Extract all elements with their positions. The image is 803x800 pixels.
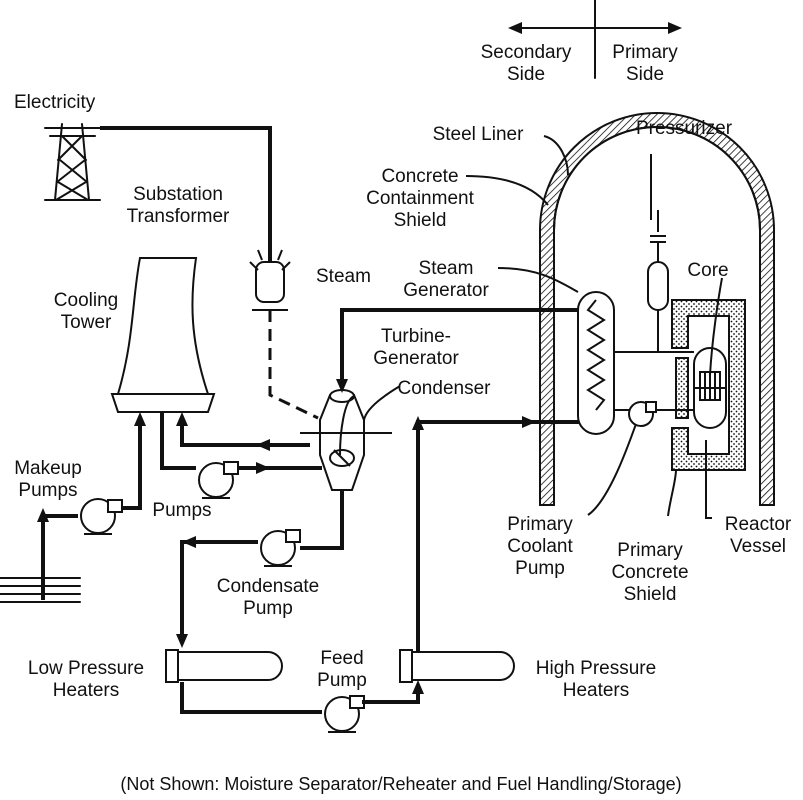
condensate-pump-icon <box>260 529 301 567</box>
substation-label-2: Transformer <box>127 206 230 227</box>
reactor-vessel-icon <box>693 347 727 429</box>
low-pressure-heaters-label-2: Heaters <box>53 680 120 701</box>
primary-concrete-shield-label: Primary <box>617 540 683 561</box>
steam-line <box>340 308 578 385</box>
feed-pump-label-2: Pump <box>317 670 367 691</box>
primary-coolant-pump-icon <box>628 401 657 427</box>
substation-label: Substation <box>133 184 223 205</box>
circulating-pump-icon <box>198 461 239 499</box>
steam-label: Steam <box>316 266 371 287</box>
cooling-supply-line <box>160 412 196 470</box>
steam-generator-label-2: Generator <box>403 280 489 301</box>
electricity-line <box>100 126 272 262</box>
high-pressure-heaters-icon <box>399 649 515 683</box>
concrete-shield-label: Concrete <box>381 166 458 187</box>
makeup-pumps-label: Makeup <box>14 458 82 479</box>
primary-coolant-pump-label-2: Coolant <box>507 536 573 557</box>
primary-concrete-shield-label-3: Shield <box>624 584 677 605</box>
primary-coolant-pump-label: Primary <box>507 514 573 535</box>
turbine-label: Turbine- <box>381 326 451 347</box>
low-pressure-heaters-icon <box>165 649 283 683</box>
pumps-label: Pumps <box>152 500 211 521</box>
cooling-tower-label-2: Tower <box>61 312 112 333</box>
high-pressure-heaters-label-2: Heaters <box>563 680 630 701</box>
primary-side-label-2: Side <box>626 64 664 85</box>
condensate-line <box>300 490 344 550</box>
steel-liner-label: Steel Liner <box>433 124 525 145</box>
footnote: (Not Shown: Moisture Separator/Reheater … <box>120 774 681 794</box>
primary-side-label: Primary <box>612 42 678 63</box>
makeup-pump-icon <box>80 498 123 535</box>
secondary-side-label-2: Side <box>507 64 545 85</box>
core-label: Core <box>687 260 728 281</box>
labels: Secondary Side Primary Side Electricity … <box>14 42 792 794</box>
pressurizer-label: Pressurizer <box>636 118 733 139</box>
leader-lines <box>339 135 723 519</box>
feedpump-to-hp <box>362 690 420 704</box>
primary-concrete-shield <box>671 299 746 471</box>
transmission-tower-icon <box>44 123 101 201</box>
makeup-to-tower <box>118 420 142 510</box>
containment-building <box>539 112 775 506</box>
reactor-vessel-label-2: Vessel <box>730 536 786 557</box>
secondary-side-label: Secondary <box>481 42 572 63</box>
electricity-label: Electricity <box>14 92 96 113</box>
reactor-vessel-label: Reactor <box>725 514 792 535</box>
water-source <box>0 577 81 603</box>
condensate-pump-label-2: Pump <box>243 598 293 619</box>
condenser-label: Condenser <box>398 378 492 399</box>
concrete-shield-label-2: Containment <box>366 188 474 209</box>
steam-generator-label: Steam <box>419 258 474 279</box>
lp-to-feedpump <box>180 682 322 714</box>
feed-pump-label: Feed <box>320 648 363 669</box>
primary-concrete-shield-label-2: Concrete <box>611 562 688 583</box>
condensate-pump-label: Condensate <box>217 576 319 597</box>
side-divider <box>508 0 682 79</box>
cooling-tower-icon <box>110 257 216 413</box>
makeup-pumps-label-2: Pumps <box>18 480 77 501</box>
low-pressure-heaters-label: Low Pressure <box>28 658 144 679</box>
primary-coolant-pump-label-3: Pump <box>515 558 565 579</box>
concrete-shield-label-3: Shield <box>394 210 447 231</box>
feed-pump-icon <box>324 695 365 733</box>
pressurizer-icon <box>647 210 669 352</box>
cooling-tower-label: Cooling <box>54 290 118 311</box>
high-pressure-heaters-label: High Pressure <box>536 658 656 679</box>
makeup-intake-line <box>41 514 78 600</box>
cooling-return-line <box>180 420 310 447</box>
generator-link <box>268 310 319 420</box>
steam-generator-icon <box>577 291 615 435</box>
turbine-label-2: Generator <box>373 348 459 369</box>
